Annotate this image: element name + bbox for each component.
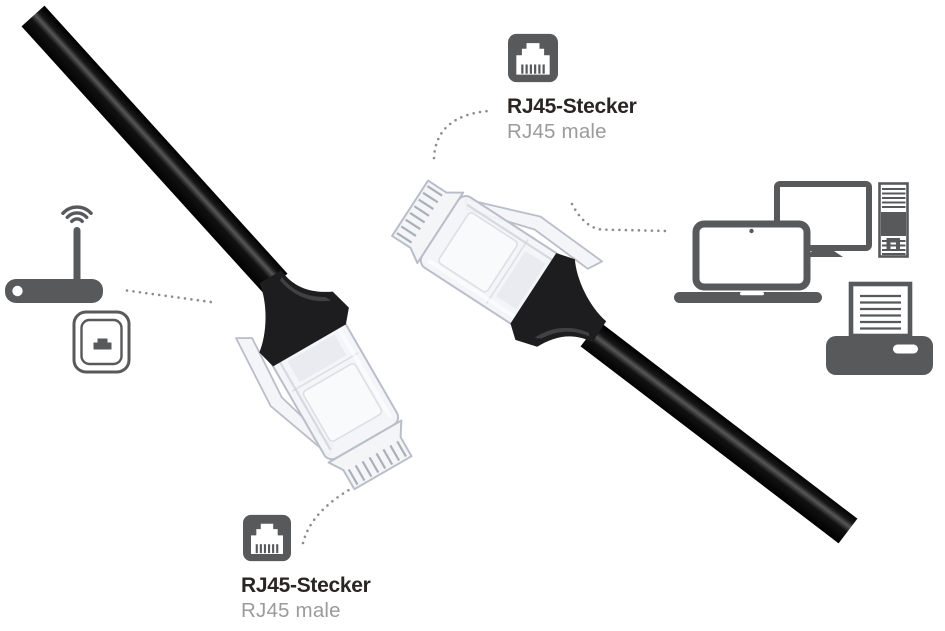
connector-label-title: RJ45-Stecker [507,95,637,118]
desktop-tower-icon [878,182,909,258]
rj45-port-silhouette [93,338,112,350]
top-connector-callout: RJ45-Stecker RJ45 male [507,33,637,144]
paper-output-slot [893,344,918,354]
dotted-line-router-to-cable [125,289,213,304]
connector-label-subtitle: RJ45 male [241,598,341,622]
laptop-icon [674,220,822,303]
rj45-port-icon [243,514,291,562]
black-cable-from-top-left [21,5,288,295]
dotted-callout-bottom-label [301,485,356,545]
ethernet-wall-socket-icon [72,310,131,374]
rj45-male-connector-lower-left [212,248,431,507]
bottom-connector-callout: RJ45-Stecker RJ45 male [241,514,371,623]
black-cable-to-bottom-right [580,321,858,544]
connector-label-subtitle: RJ45 male [507,119,607,143]
webcam-dot [749,228,754,234]
dotted-callout-top-label [432,109,490,160]
connector-label-title: RJ45-Stecker [241,574,371,597]
wifi-router-icon [5,205,103,303]
printer-icon [826,281,933,375]
dotted-line-connector-to-devices [570,202,669,233]
rj45-port-icon [508,33,558,83]
